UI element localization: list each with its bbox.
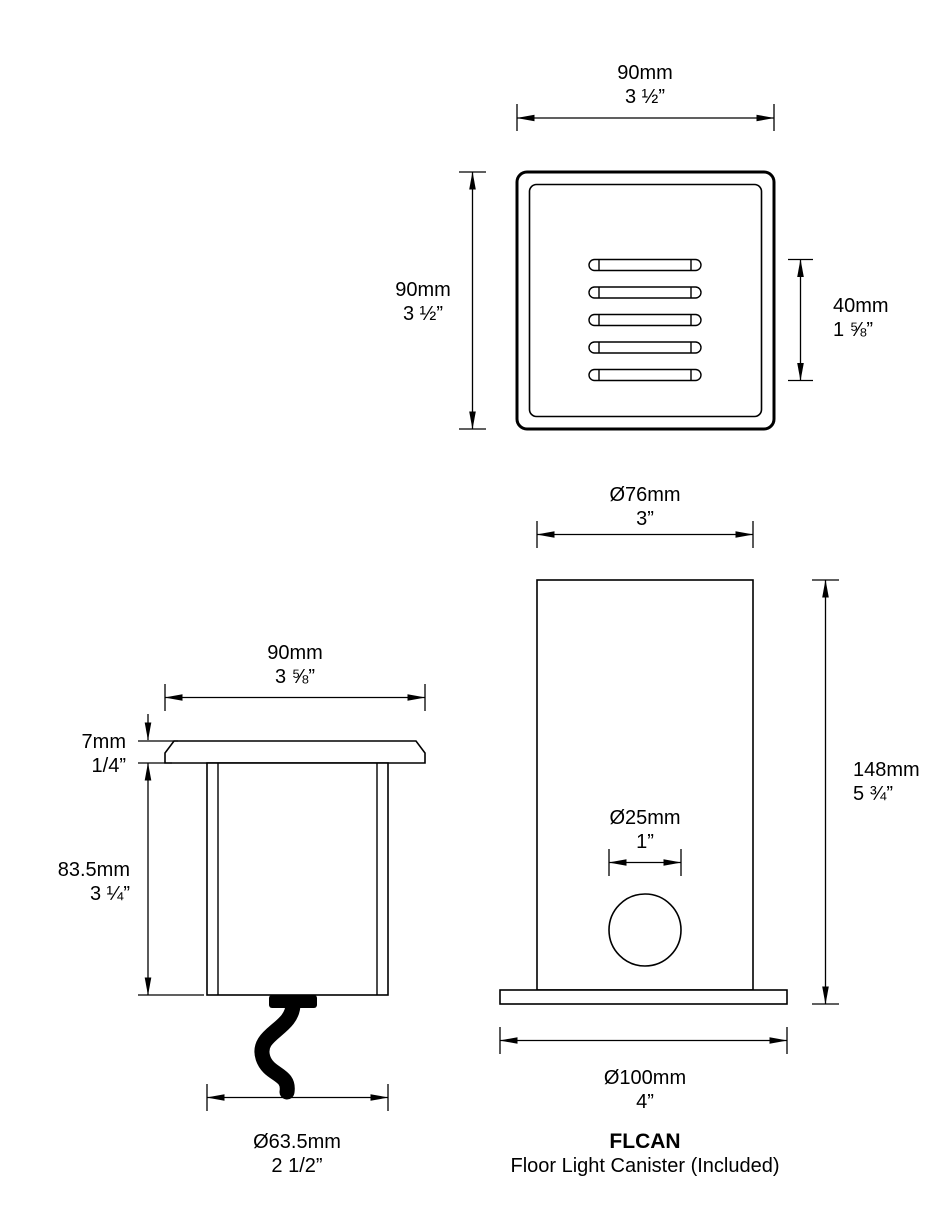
canister-body — [536, 579, 754, 991]
front-width-dimension: 90mm 3 ½” — [516, 62, 775, 131]
dimension-label-inch: 1” — [636, 831, 654, 853]
hole-diameter-dimension: Ø25mm 1” — [608, 807, 682, 876]
canister-base-flange — [499, 989, 788, 1005]
dimension-label-inch: 3 ½” — [625, 86, 665, 108]
fixture-body — [206, 762, 389, 996]
dimension-label-inch: 4” — [636, 1091, 654, 1113]
dimension-label-inch: 3” — [636, 508, 654, 530]
side-width-dimension: 90mm 3 ⅝” — [164, 642, 426, 711]
power-cable — [254, 996, 301, 1100]
dimension-label-inch: 2 1/2” — [271, 1155, 322, 1177]
canister-caption: FLCAN Floor Light Canister (Included) — [510, 1130, 779, 1177]
caption-title: FLCAN — [609, 1130, 680, 1153]
dimension-label-mm: 148mm — [853, 759, 920, 781]
dimension-label-mm: 40mm — [833, 295, 889, 317]
dimension-label-inch: 5 ¾” — [853, 783, 893, 805]
faceplate-inner-frame — [528, 183, 763, 418]
flange-profile — [164, 740, 426, 764]
dimension-label-mm: 83.5mm — [58, 859, 130, 881]
fixture-side-view — [164, 740, 426, 1100]
faceplate-outer-frame — [515, 170, 776, 431]
base-diameter-dimension: Ø100mm 4” — [499, 1027, 788, 1113]
dimension-label-mm: 90mm — [617, 62, 673, 84]
louver-height-dimension: 40mm 1 ⅝” — [788, 258, 889, 382]
conduit-hole — [608, 893, 682, 967]
body-height-dimension: 83.5mm 3 ¼” — [58, 762, 204, 996]
dimension-label-inch: 1 ⅝” — [833, 319, 873, 341]
canister-diameter-dimension: Ø76mm 3” — [536, 484, 754, 548]
body-diameter-dimension: Ø63.5mm 2 1/2” — [206, 1084, 389, 1177]
front-height-dimension: 90mm 3 ½” — [395, 171, 486, 430]
canister-height-dimension: 148mm 5 ¾” — [812, 579, 920, 1005]
dimension-label-mm: 7mm — [82, 731, 126, 753]
dimension-label-inch: 3 ½” — [403, 303, 443, 325]
dimension-label-mm: Ø25mm — [609, 807, 680, 829]
dimension-label-mm: Ø76mm — [609, 484, 680, 506]
dimension-label-inch: 3 ⅝” — [275, 666, 315, 688]
caption-subtitle: Floor Light Canister (Included) — [510, 1155, 779, 1177]
dimension-label-inch: 1/4” — [92, 755, 126, 777]
canister-view — [499, 579, 788, 1005]
faceplate-front-view — [515, 170, 776, 431]
dimension-label-mm: 90mm — [267, 642, 323, 664]
dimension-label-mm: Ø100mm — [604, 1067, 686, 1089]
dimension-label-mm: 90mm — [395, 279, 451, 301]
dimension-label-inch: 3 ¼” — [90, 883, 130, 905]
dimension-label-mm: Ø63.5mm — [253, 1131, 341, 1153]
flange-thickness-dimension: 7mm 1/4” — [82, 714, 178, 777]
